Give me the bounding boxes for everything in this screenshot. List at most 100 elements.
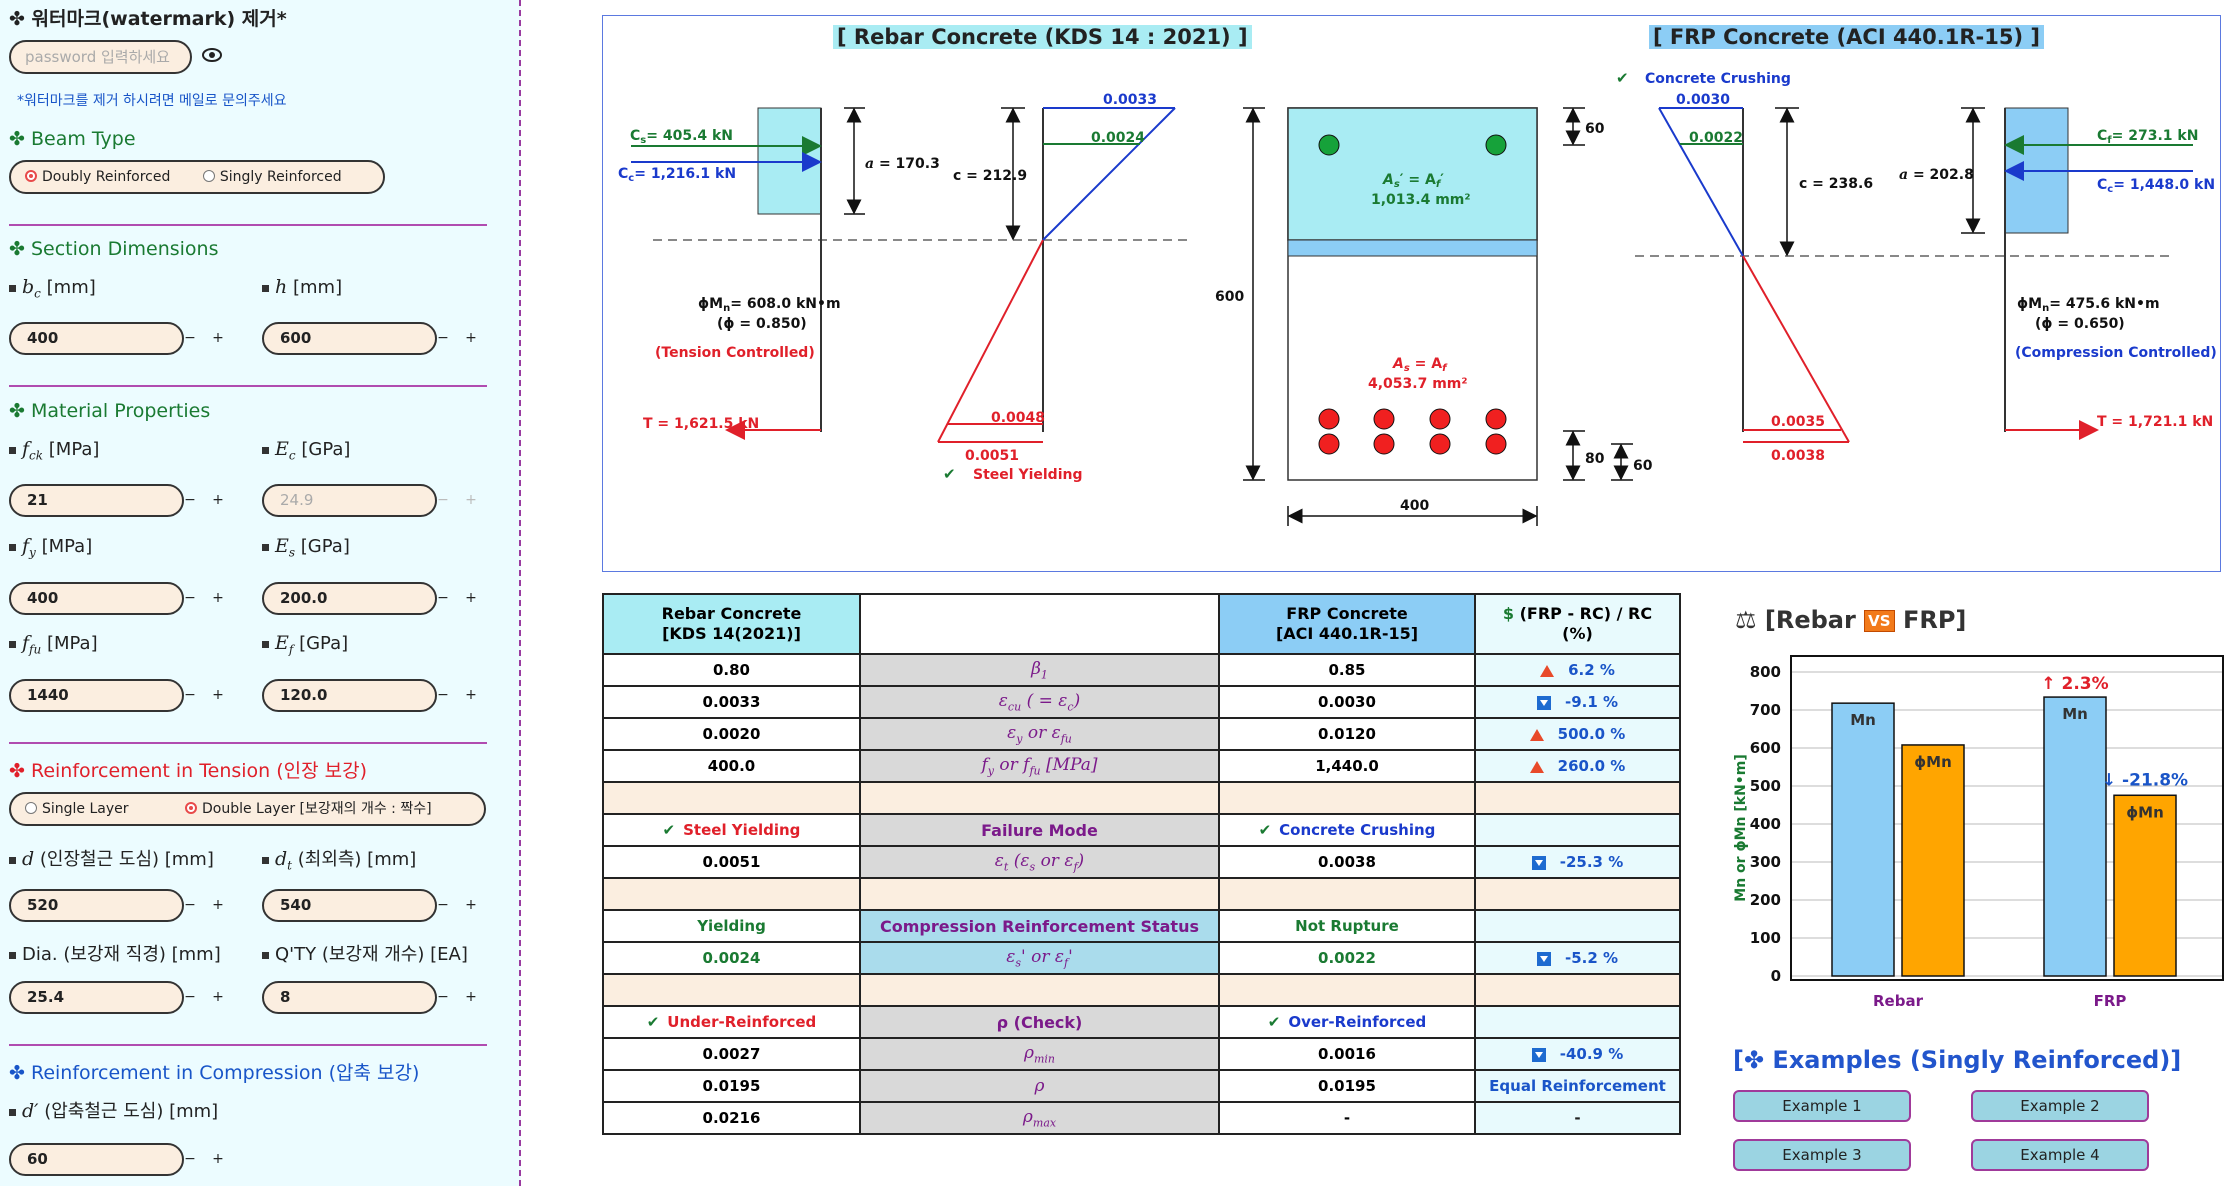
bc-increment[interactable]: + xyxy=(212,330,224,346)
ef-input[interactable]: 120.0 xyxy=(262,679,437,712)
fy-increment[interactable]: + xyxy=(212,590,224,606)
y-axis-label: Mn or ϕMn [kN•m] xyxy=(1733,754,1749,901)
dt-decrement[interactable]: − xyxy=(437,897,449,913)
dia-input[interactable]: 25.4 xyxy=(9,981,184,1014)
dt-label: dt (최외측) [mm] xyxy=(262,845,416,873)
rc-cell-text: 0.0216 xyxy=(702,1109,761,1127)
dia-label: Dia. (보강재 직경) [mm] xyxy=(9,940,221,966)
rc-cell-text: 0.0020 xyxy=(702,725,761,743)
section-dimensions-title: ✤ Section Dimensions xyxy=(9,238,219,260)
svg-text:a = 170.3: a = 170.3 xyxy=(865,156,940,172)
pct-cell-text: -5.2 % xyxy=(1564,949,1619,967)
ffu-increment[interactable]: + xyxy=(212,687,224,703)
bc-decrement[interactable]: − xyxy=(184,330,196,346)
pct-cell: -25.3 % xyxy=(1474,845,1681,879)
fck-input[interactable]: 21 xyxy=(9,484,184,517)
dp-decrement[interactable]: − xyxy=(184,1151,196,1167)
compression-title: ✤ Reinforcement in Compression (압축 보강) xyxy=(9,1062,420,1084)
radio-doubly[interactable]: Doubly Reinforced xyxy=(25,169,170,185)
es-label: Es [GPa] xyxy=(262,535,350,560)
example-1-button[interactable]: Example 1 xyxy=(1733,1090,1911,1122)
bc-input[interactable]: 400 xyxy=(9,322,184,355)
radio-double-layer[interactable]: Double Layer [보강재의 개수 : 짝수] xyxy=(184,801,432,817)
qty-label-text: Q'TY (보강재 개수) [EA] xyxy=(275,944,468,965)
ffu-input[interactable]: 1440 xyxy=(9,679,184,712)
parameter-cell: β1 xyxy=(859,653,1220,687)
divider xyxy=(9,742,487,744)
section-b-dim: 400 xyxy=(1400,498,1429,514)
es-decrement[interactable]: − xyxy=(437,590,449,606)
frp-cell: - xyxy=(1218,1101,1476,1135)
d-input[interactable]: 520 xyxy=(9,889,184,922)
y-tick-label: 300 xyxy=(1750,853,1781,871)
svg-text:ϕMn= 608.0 kN•m: ϕMn= 608.0 kN•m xyxy=(698,296,841,314)
example-2-button[interactable]: Example 2 xyxy=(1971,1090,2149,1122)
bar-rebar-mn xyxy=(1831,702,1895,977)
dt-input[interactable]: 540 xyxy=(262,889,437,922)
section-bot2-dim: 60 xyxy=(1633,458,1653,474)
qty-increment[interactable]: + xyxy=(465,989,477,1005)
fck-decrement[interactable]: − xyxy=(184,492,196,508)
radio-singly[interactable]: Singly Reinforced xyxy=(202,169,342,185)
tens-bar xyxy=(1373,433,1395,455)
check-icon: ✔ xyxy=(1616,69,1629,87)
ef-increment[interactable]: + xyxy=(465,687,477,703)
h-input[interactable]: 600 xyxy=(262,322,437,355)
rc-cell-text: 0.0033 xyxy=(702,693,761,711)
beam-type-title: ✤ Beam Type xyxy=(9,128,136,150)
example-4-button[interactable]: Example 4 xyxy=(1971,1139,2149,1171)
dia-increment[interactable]: + xyxy=(212,989,224,1005)
dia-decrement[interactable]: − xyxy=(184,989,196,1005)
frp-cell: ✔Concrete Crushing xyxy=(1218,813,1476,847)
h-increment[interactable]: + xyxy=(465,330,477,346)
pct-cell-text: 500.0 % xyxy=(1557,725,1626,743)
password-input[interactable]: password 입력하세요 xyxy=(9,40,192,74)
frp-cell-text: Over-Reinforced xyxy=(1288,1013,1427,1031)
d-increment[interactable]: + xyxy=(212,897,224,913)
frp-eps-comp: 0.0022 xyxy=(1689,130,1743,146)
es-input[interactable]: 200.0 xyxy=(262,582,437,615)
dp-input[interactable]: 60 xyxy=(9,1143,184,1176)
es-increment[interactable]: + xyxy=(465,590,477,606)
y-tick-label: 500 xyxy=(1750,777,1781,795)
qty-decrement[interactable]: − xyxy=(437,989,449,1005)
d-decrement[interactable]: − xyxy=(184,897,196,913)
tens-bar xyxy=(1373,408,1395,430)
frp-cell-text: 0.0195 xyxy=(1318,1077,1376,1095)
blank-cell xyxy=(602,877,861,911)
radio-single-layer[interactable]: Single Layer xyxy=(25,801,129,817)
fy-unit: [MPa] xyxy=(41,536,93,557)
ef-decrement[interactable]: − xyxy=(437,687,449,703)
parameter-label: ρ (Check) xyxy=(996,1012,1083,1032)
eye-icon[interactable] xyxy=(202,48,222,62)
frp-cell-text: 0.0022 xyxy=(1318,949,1376,967)
rc-cell: 0.80 xyxy=(602,653,861,687)
fy-decrement[interactable]: − xyxy=(184,590,196,606)
rc-cell-text: 0.0024 xyxy=(702,949,761,967)
fck-label: fck [MPa] xyxy=(9,438,99,463)
radio-singly-label: Singly Reinforced xyxy=(219,169,342,185)
frp-c-value: c = 238.6 xyxy=(1799,176,1873,192)
rc-eps-comp: 0.0024 xyxy=(1091,130,1145,146)
bc-label: bc [mm] xyxy=(9,276,96,301)
dp-increment[interactable]: + xyxy=(212,1151,224,1167)
h-decrement[interactable]: − xyxy=(437,330,449,346)
blank-cell xyxy=(1218,781,1476,815)
fck-increment[interactable]: + xyxy=(212,492,224,508)
frp-cell: 0.0038 xyxy=(1218,845,1476,879)
ffu-decrement[interactable]: − xyxy=(184,687,196,703)
balance-icon: ⚖ xyxy=(1735,606,1757,634)
compression-title-text: Reinforcement in Compression (압축 보강) xyxy=(30,1062,420,1084)
svg-text:Cc= 1,216.1 kN: Cc= 1,216.1 kN xyxy=(618,166,736,184)
example-3-button[interactable]: Example 3 xyxy=(1733,1139,1911,1171)
rc-cell-text: Under-Reinforced xyxy=(667,1013,817,1031)
rc-cell-text: 0.0195 xyxy=(702,1077,761,1095)
pct-cell xyxy=(1474,1005,1681,1039)
dt-increment[interactable]: + xyxy=(465,897,477,913)
fy-input[interactable]: 400 xyxy=(9,582,184,615)
qty-input[interactable]: 8 xyxy=(262,981,437,1014)
dia-label-text: Dia. (보강재 직경) [mm] xyxy=(22,944,221,965)
radio-unselected-icon xyxy=(202,170,215,182)
rc-comp-strain-line xyxy=(1042,107,1176,241)
